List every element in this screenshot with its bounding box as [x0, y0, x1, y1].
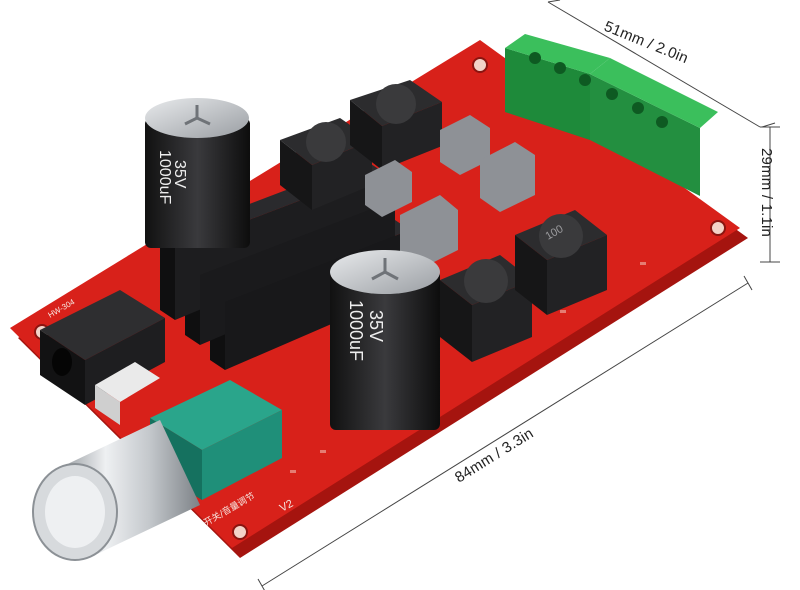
capacitor-rear: 1000uF 35V — [145, 98, 250, 248]
white-connector — [95, 362, 160, 425]
capacitor-rear-value: 1000uF — [156, 150, 173, 204]
inductors: 100 — [280, 80, 607, 362]
grey-components — [365, 115, 535, 270]
capacitor-front: 1000uF 35V — [330, 250, 440, 430]
version-label: V2 — [278, 498, 296, 515]
capacitor-front-value: 1000uF — [346, 300, 366, 361]
speaker-terminal-block — [505, 34, 718, 196]
capacitor-front-voltage: 35V — [366, 310, 386, 342]
height-dimension-label: 29mm / 1.1in — [758, 148, 775, 238]
dimension-lines — [257, 0, 780, 590]
capacitor-rear-voltage: 35V — [171, 160, 188, 189]
volume-knob — [32, 420, 200, 561]
